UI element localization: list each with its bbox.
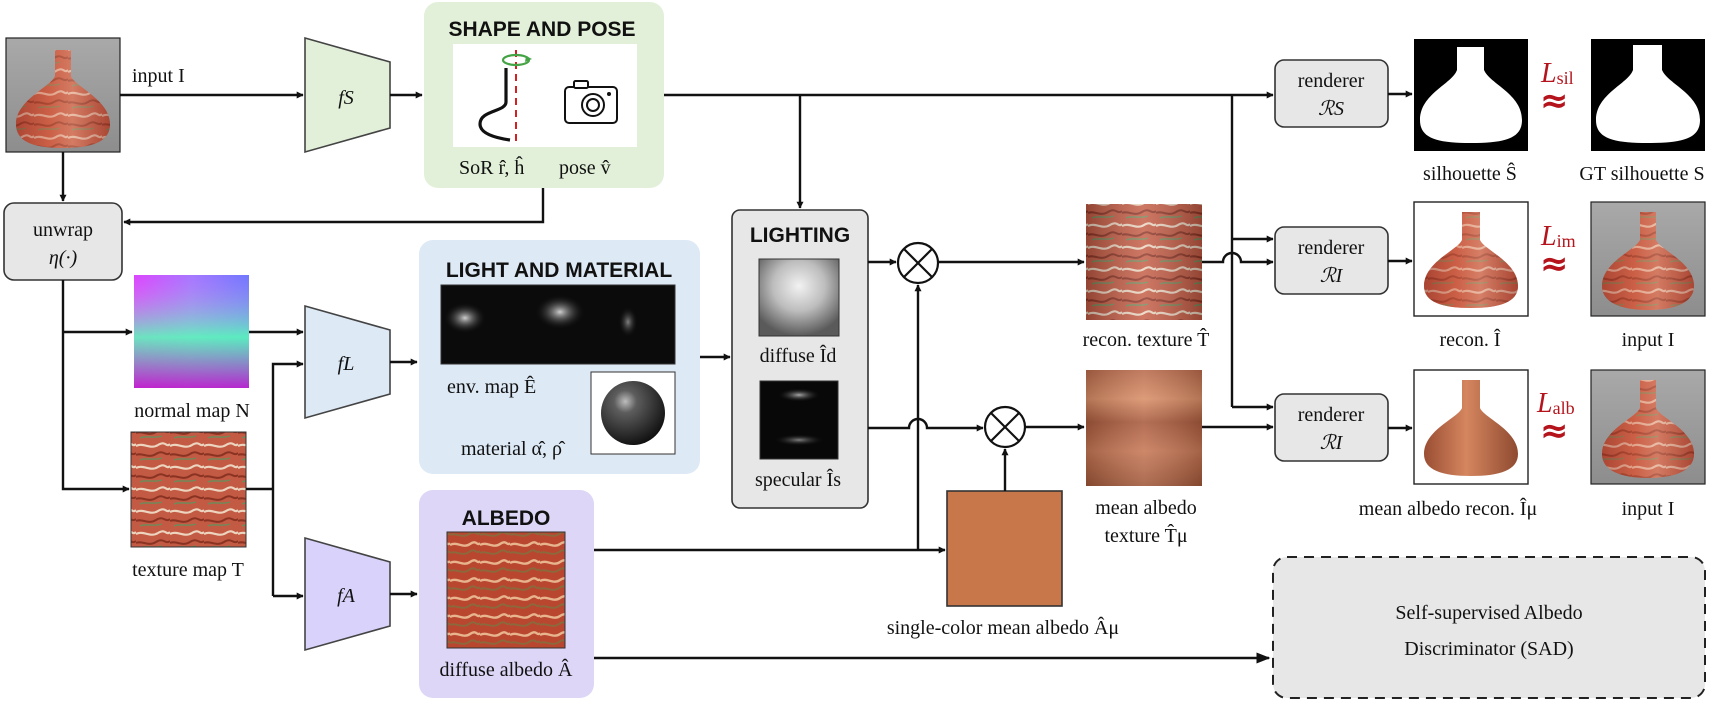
svg-text:renderer: renderer [1298,404,1365,426]
svg-text:Discriminator (SAD): Discriminator (SAD) [1404,638,1573,660]
env-map-label: env. map Ê [447,375,536,398]
loss-sil: Lsil ≈ [1540,58,1574,121]
single-color-mean-albedo [946,490,1063,607]
unwrap-box: unwrap η(·) [3,202,123,281]
gt-silhouette-output [1591,39,1705,151]
svg-text:renderer: renderer [1298,237,1365,259]
recon-texture [1086,204,1202,320]
mean-albedo-texture [1086,370,1202,486]
sad-box: Self-supervised Albedo Discriminator (SA… [1272,556,1706,699]
env-map [440,284,676,365]
lighting-title: LIGHTING [750,224,850,247]
loss-im: Lim ≈ [1540,221,1576,284]
texture-map [130,431,247,548]
svg-text:≈: ≈ [1540,81,1569,121]
svg-text:fA: fA [337,585,356,607]
svg-text:unwrap: unwrap [33,219,93,241]
net-fA: fA [304,536,391,652]
multiply-op-bottom [983,405,1027,449]
recon-output [1413,201,1529,317]
svg-text:ℛI: ℛI [1320,432,1344,454]
svg-text:Lalb: Lalb [1536,388,1575,419]
loss-alb: Lalb ≈ [1536,388,1575,451]
normal-map [134,275,249,388]
sor-profile-curve [478,68,511,142]
renderer-silhouette: renderer ℛS [1274,59,1389,128]
svg-text:≈: ≈ [1540,411,1569,451]
shape-pose-title: SHAPE AND POSE [448,18,635,41]
svg-text:fS: fS [338,87,354,109]
renderer-mean-albedo: renderer ℛI [1274,393,1389,462]
mean-albedo-recon-output [1413,369,1529,485]
silhouette-output [1414,39,1528,151]
input-2-label: input I [1622,498,1675,520]
single-color-label: single-color mean albedo Âμ [887,616,1119,639]
pose-label: pose v̂ [559,157,611,179]
svg-text:Self-supervised Albedo: Self-supervised Albedo [1395,602,1582,624]
multiply-op-top [896,241,940,285]
sor-label: SoR r̂, ĥ [459,155,524,179]
specular-label: specular Îs [755,468,841,491]
silhouette-label: silhouette Ŝ [1423,161,1517,185]
mean-albedo-texture-label-2: texture T̂μ [1104,523,1187,547]
recon-texture-label: recon. texture T̂ [1083,327,1210,351]
input-output-1 [1590,201,1706,317]
rotation-arrow-icon [501,53,532,67]
camera-icon [564,80,618,124]
svg-text:Lim: Lim [1540,221,1576,252]
connections [59,90,1413,664]
input-1-label: input I [1622,329,1675,351]
input-output-2 [1590,369,1706,485]
diffuse-label: diffuse Îd [760,344,837,367]
svg-text:ℛI: ℛI [1320,265,1344,287]
material-label: material α̂, ρ̂ [461,438,566,460]
specular-shading [759,380,839,460]
albedo-label: diffuse albedo Â [440,658,573,681]
normal-map-label: normal map N [134,400,250,422]
svg-text:Lsil: Lsil [1540,58,1574,89]
svg-text:fL: fL [338,353,355,375]
net-fL: fL [304,304,391,420]
texture-map-label: texture map T [132,559,244,581]
svg-text:ℛS: ℛS [1318,98,1344,120]
svg-text:η(·): η(·) [49,247,78,269]
mean-albedo-recon-label: mean albedo recon. Îμ [1359,497,1537,520]
input-image [5,37,121,153]
svg-text:renderer: renderer [1298,70,1365,92]
gt-silhouette-label: GT silhouette S [1579,163,1704,185]
diffuse-albedo-image [446,531,566,649]
albedo-title: ALBEDO [462,507,551,530]
material-sphere [590,371,676,455]
light-material-title: LIGHT AND MATERIAL [446,259,672,282]
recon-label: recon. Î [1439,328,1500,351]
svg-text:≈: ≈ [1540,244,1569,284]
renderer-image: renderer ℛI [1274,226,1389,295]
diffuse-shading [758,258,840,337]
mean-albedo-texture-label-1: mean albedo [1095,497,1197,519]
net-fS: fS [304,36,391,154]
input-label: input I [132,65,185,87]
